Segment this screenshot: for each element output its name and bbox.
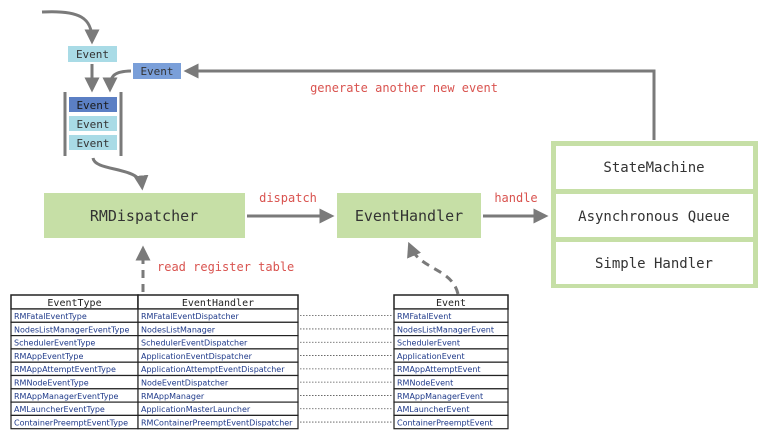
queue-item-2 [69,116,117,131]
register-cell-text: ContainerPreemptEventType [14,418,128,427]
generate-label: generate another new event [310,81,498,95]
async-queue-label: Asynchronous Queue [578,209,730,225]
register-cell-text: SchedulerEventDispatcher [141,339,248,348]
register-cell-text: SchedulerEventType [14,339,95,348]
register-cell-text: NodesListManager [141,325,216,334]
register-cell-text: NodesListManagerEventType [14,325,129,334]
event-table: EventRMFatalEventNodesListManagerEventSc… [393,294,509,430]
incoming-event-box [68,46,117,62]
queue-item-label: Event [76,137,109,150]
simple-handler-box [556,242,753,284]
queue-item-label: Event [76,99,109,112]
new-event-label: Event [140,65,173,78]
state-machine-label: StateMachine [603,160,704,176]
event-cell-text: RMFatalEvent [397,312,451,321]
register-cell-text: RMContainerPreemptEventDispatcher [141,418,293,427]
queue-item-3 [69,135,117,150]
queue-to-dispatcher-arrow [91,157,149,191]
new-event-merge-arrow [102,69,132,93]
register-header-text: EventType [47,298,101,309]
register-cell-text: RMAppEventType [14,352,83,361]
queue-item-1 [69,97,117,112]
register-cell-text: NodeEventDispatcher [141,379,229,388]
register-cell-text: RMFatalEventType [14,312,87,321]
new-event-box [133,63,181,79]
generate-event-arrow [183,63,656,140]
event-header-text: Event [436,298,466,309]
event-cell-text: RMNodeEvent [397,379,453,388]
event-handler-box [337,193,481,238]
register-cell-text: ApplicationEventDispatcher [141,352,253,361]
rm-dispatcher-label: RMDispatcher [90,207,198,225]
event-cell-text: ApplicationEvent [397,352,465,361]
event-cell-text: NodesListManagerEvent [397,325,494,334]
event-cell-text: AMLauncherEvent [397,405,469,414]
connector-lines [300,315,392,423]
state-machine-box [556,146,753,189]
incoming-event-arrow [41,10,100,45]
event-cell-text: RMAppAttemptEvent [397,365,481,374]
event-lookup-arrow [407,241,460,295]
incoming-event-label: Event [76,48,109,61]
simple-handler-label: Simple Handler [595,256,713,272]
event-cell-text: RMAppManagerEvent [397,392,483,401]
event-handler-label: EventHandler [355,207,463,225]
event-cell-text: SchedulerEvent [397,339,460,348]
register-header-text: EventHandler [182,298,254,309]
event-cell-text: ContainerPreemptEvent [397,418,493,427]
register-cell-text: RMNodeEventType [14,379,89,388]
register-cell-text: RMAppAttemptEventType [14,365,116,374]
event-cell [393,414,509,430]
queue-item-label: Event [76,118,109,131]
register-cell-text: RMAppManagerEventType [14,392,119,401]
register-cell-text: ApplicationAttemptEventDispatcher [141,365,285,374]
register-cell-text: RMAppManager [141,392,205,401]
register-cell-text: AMLauncherEventType [14,405,105,414]
rm-dispatcher-box [44,193,245,238]
dispatch-label: dispatch [259,191,317,205]
read-register-label: read register table [157,260,294,274]
handle-label: handle [494,191,537,205]
register-cell-text: ApplicationMasterLauncher [141,405,251,414]
register-cell-text: RMFatalEventDispatcher [141,312,239,321]
register-cell [137,414,299,430]
async-queue-box [556,194,753,237]
